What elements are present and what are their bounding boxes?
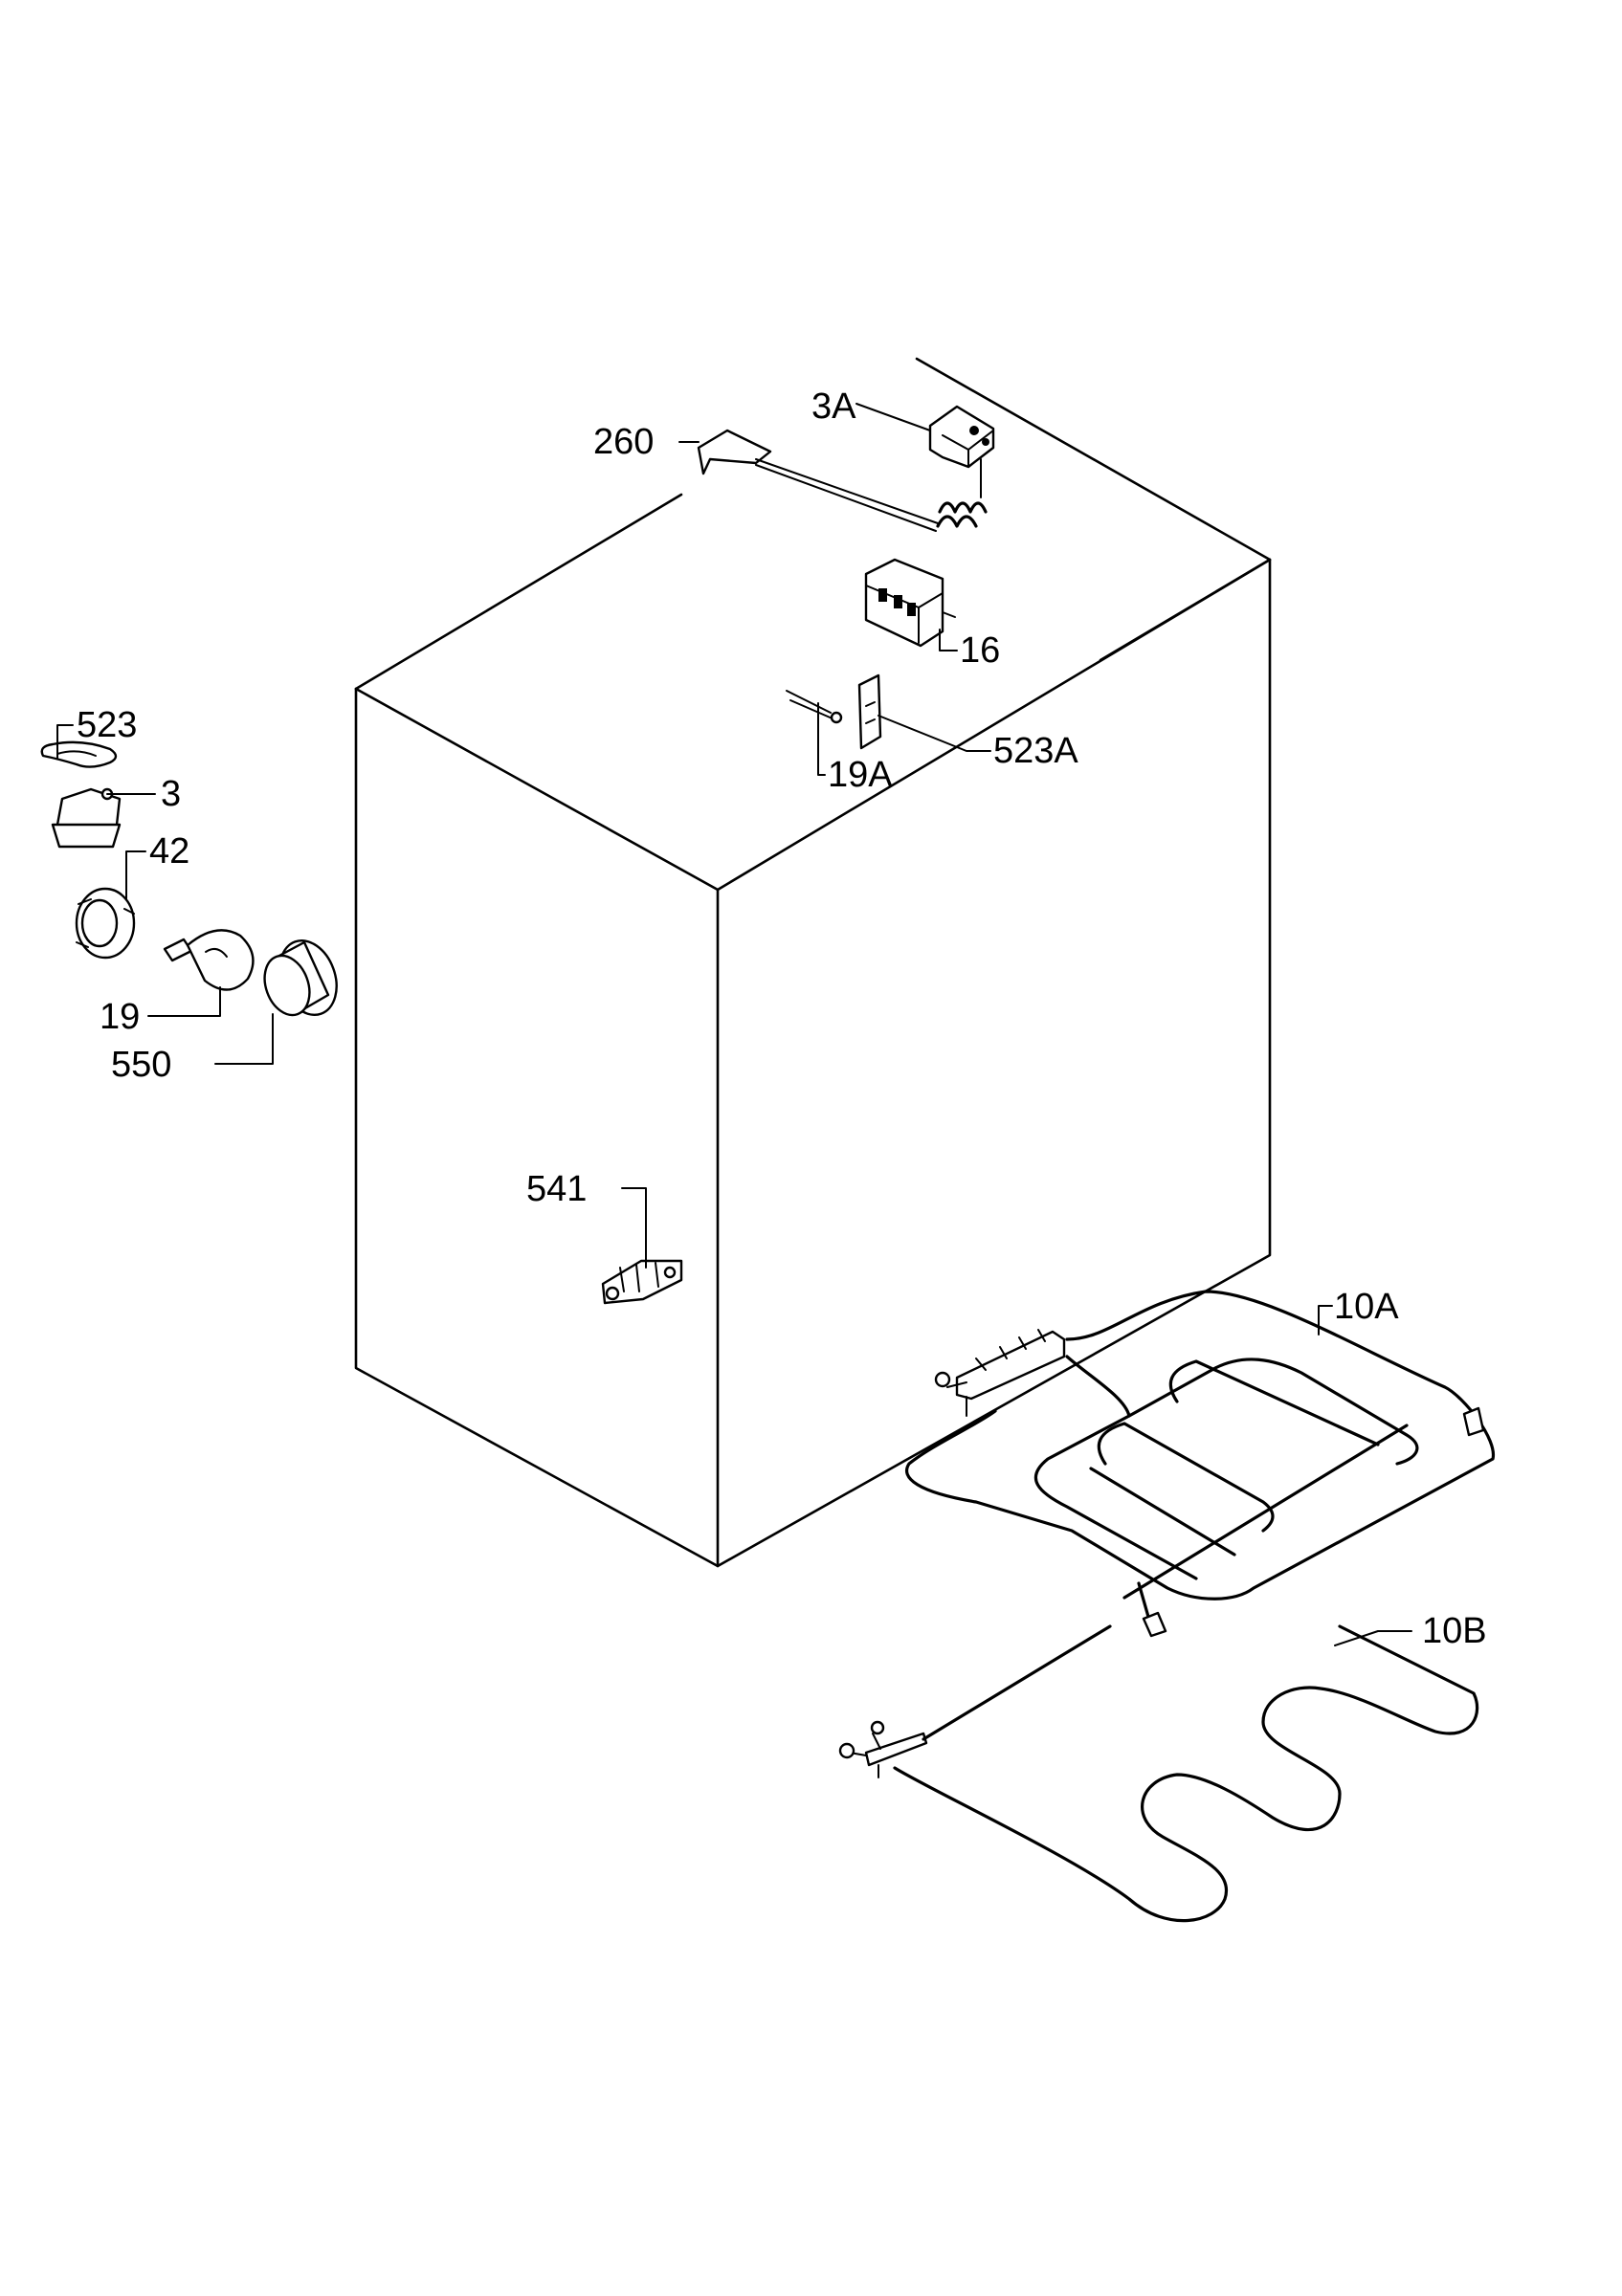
label-523: 523 bbox=[77, 705, 137, 745]
part-labels: 3A 260 16 523A 19A 523 3 42 19 550 541 1… bbox=[77, 386, 1487, 1651]
lamp-cover-550-part bbox=[263, 939, 338, 1017]
bracket-523A-part bbox=[857, 673, 882, 750]
top-heating-element-10A bbox=[904, 1290, 1495, 1601]
label-550: 550 bbox=[111, 1045, 171, 1085]
label-16: 16 bbox=[960, 630, 1000, 671]
thermostat-part bbox=[928, 405, 995, 528]
label-541: 541 bbox=[526, 1169, 587, 1209]
label-19A: 19A bbox=[828, 755, 893, 795]
leader-lines bbox=[56, 403, 1412, 1646]
label-3: 3 bbox=[161, 774, 181, 814]
oven-cavity-box bbox=[354, 357, 1272, 1568]
label-260: 260 bbox=[593, 422, 654, 462]
label-3A: 3A bbox=[811, 386, 856, 427]
capillary-probe-part bbox=[697, 429, 939, 532]
label-19: 19 bbox=[100, 997, 140, 1037]
label-10A: 10A bbox=[1334, 1287, 1399, 1327]
bottom-heating-element-10B bbox=[838, 1581, 1479, 1923]
label-10B: 10B bbox=[1422, 1611, 1487, 1651]
lamp-clip-523-part bbox=[40, 740, 118, 768]
lamp-bulb-19-part bbox=[163, 929, 255, 991]
wire-19A-part bbox=[786, 690, 843, 724]
terminal-541-part bbox=[601, 1259, 683, 1305]
label-42: 42 bbox=[149, 831, 189, 872]
label-523A: 523A bbox=[993, 731, 1078, 771]
lamp-holder-3-part bbox=[51, 787, 122, 849]
selector-switch-part bbox=[864, 558, 956, 648]
lamp-socket-42-part bbox=[75, 887, 136, 960]
